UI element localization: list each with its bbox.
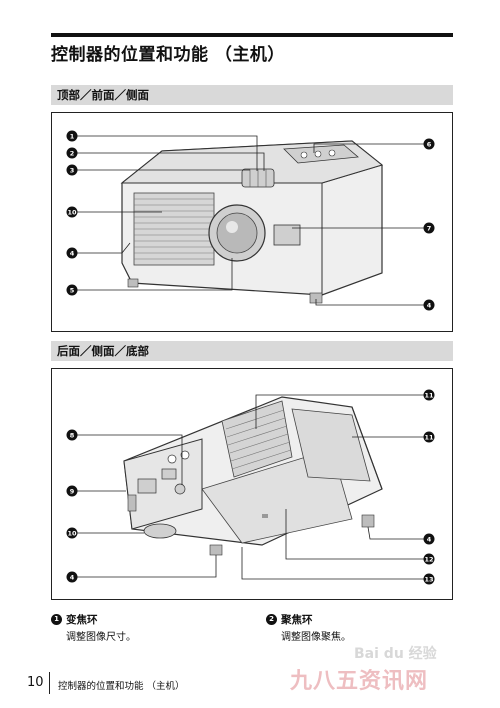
svg-text:9: 9 [70, 488, 75, 496]
svg-text:5: 5 [70, 287, 75, 295]
zoom-focus-rings [241, 168, 275, 188]
callout-3: 3 [66, 164, 78, 176]
leader-lines-rear [77, 394, 424, 580]
svg-text:10: 10 [67, 530, 77, 538]
callout-2: 2 [66, 147, 78, 159]
description-name: 变焦环 [66, 614, 98, 626]
callout-5: 5 [66, 284, 78, 296]
projector-rear-illustration: 11 11 8 9 10 4 4 12 13 [66, 389, 435, 585]
svg-text:7: 7 [427, 225, 432, 233]
leader-lines [77, 135, 424, 306]
svg-text:4: 4 [70, 250, 75, 258]
callout-10: 10 [66, 206, 78, 218]
page-title: 控制器的位置和功能 （主机） [51, 45, 285, 65]
callout-11-side: 11 [423, 431, 435, 443]
rear-connector-panel [123, 438, 203, 530]
vent-grille [133, 192, 215, 266]
description-focus-ring: 2 聚焦环 调整图像聚焦。 [266, 612, 351, 643]
callout-4-front-left: 4 [66, 247, 78, 259]
callout-4-rear-left: 4 [66, 571, 78, 583]
svg-text:8: 8 [70, 432, 75, 440]
callout-1: 1 [66, 130, 78, 142]
description-name: 聚焦环 [281, 614, 313, 626]
svg-text:11: 11 [424, 392, 434, 400]
svg-text:4: 4 [70, 574, 75, 582]
callout-11-top: 11 [423, 389, 435, 401]
description-zoom-ring: 1 变焦环 调整图像尺寸。 [51, 612, 136, 643]
svg-text:1: 1 [70, 133, 75, 141]
callout-10-rear: 10 [66, 527, 78, 539]
watermark-logo: Bai du 经验 [354, 646, 437, 662]
section-heading-rear-side-bottom: 后面／侧面／底部 [51, 341, 453, 361]
callout-12: 12 [423, 553, 435, 565]
rear-feet [143, 514, 375, 556]
svg-text:6: 6 [427, 141, 432, 149]
figure-top-front-side: 1 2 3 10 4 5 6 7 4 [51, 112, 453, 332]
callout-4-front-right: 4 [423, 299, 435, 311]
svg-text:11: 11 [424, 434, 434, 442]
callout-13: 13 [423, 573, 435, 585]
lens [208, 204, 266, 262]
callout-4-rear-right: 4 [423, 533, 435, 545]
svg-text:13: 13 [424, 576, 433, 584]
figure-rear-side-bottom: 11 11 8 9 10 4 4 12 13 [51, 368, 453, 600]
watermark-text: 九八五资讯网 [290, 669, 429, 694]
page-number: 10 [27, 675, 44, 690]
svg-text:12: 12 [424, 556, 433, 564]
svg-text:2: 2 [70, 150, 75, 158]
section-heading-top-front-side: 顶部／前面／侧面 [51, 85, 453, 105]
side-vents [221, 400, 371, 482]
callout-8: 8 [66, 429, 78, 441]
svg-text:4: 4 [427, 536, 432, 544]
description-text: 调整图像尺寸。 [66, 632, 136, 643]
footer-caption: 控制器的位置和功能 （主机） [58, 681, 185, 692]
description-number: 2 [266, 614, 277, 625]
callout-9: 9 [66, 485, 78, 497]
description-text: 调整图像聚焦。 [281, 632, 351, 643]
projector-front-illustration: 1 2 3 10 4 5 6 7 4 [66, 130, 435, 311]
footer-divider [49, 672, 50, 694]
callout-7: 7 [423, 222, 435, 234]
description-number: 1 [51, 614, 62, 625]
svg-text:3: 3 [70, 167, 75, 175]
control-panel [283, 144, 359, 164]
svg-text:10: 10 [67, 209, 77, 217]
callout-6: 6 [423, 138, 435, 150]
title-rule [51, 33, 453, 37]
svg-text:4: 4 [427, 302, 432, 310]
ir-receiver [273, 224, 301, 246]
